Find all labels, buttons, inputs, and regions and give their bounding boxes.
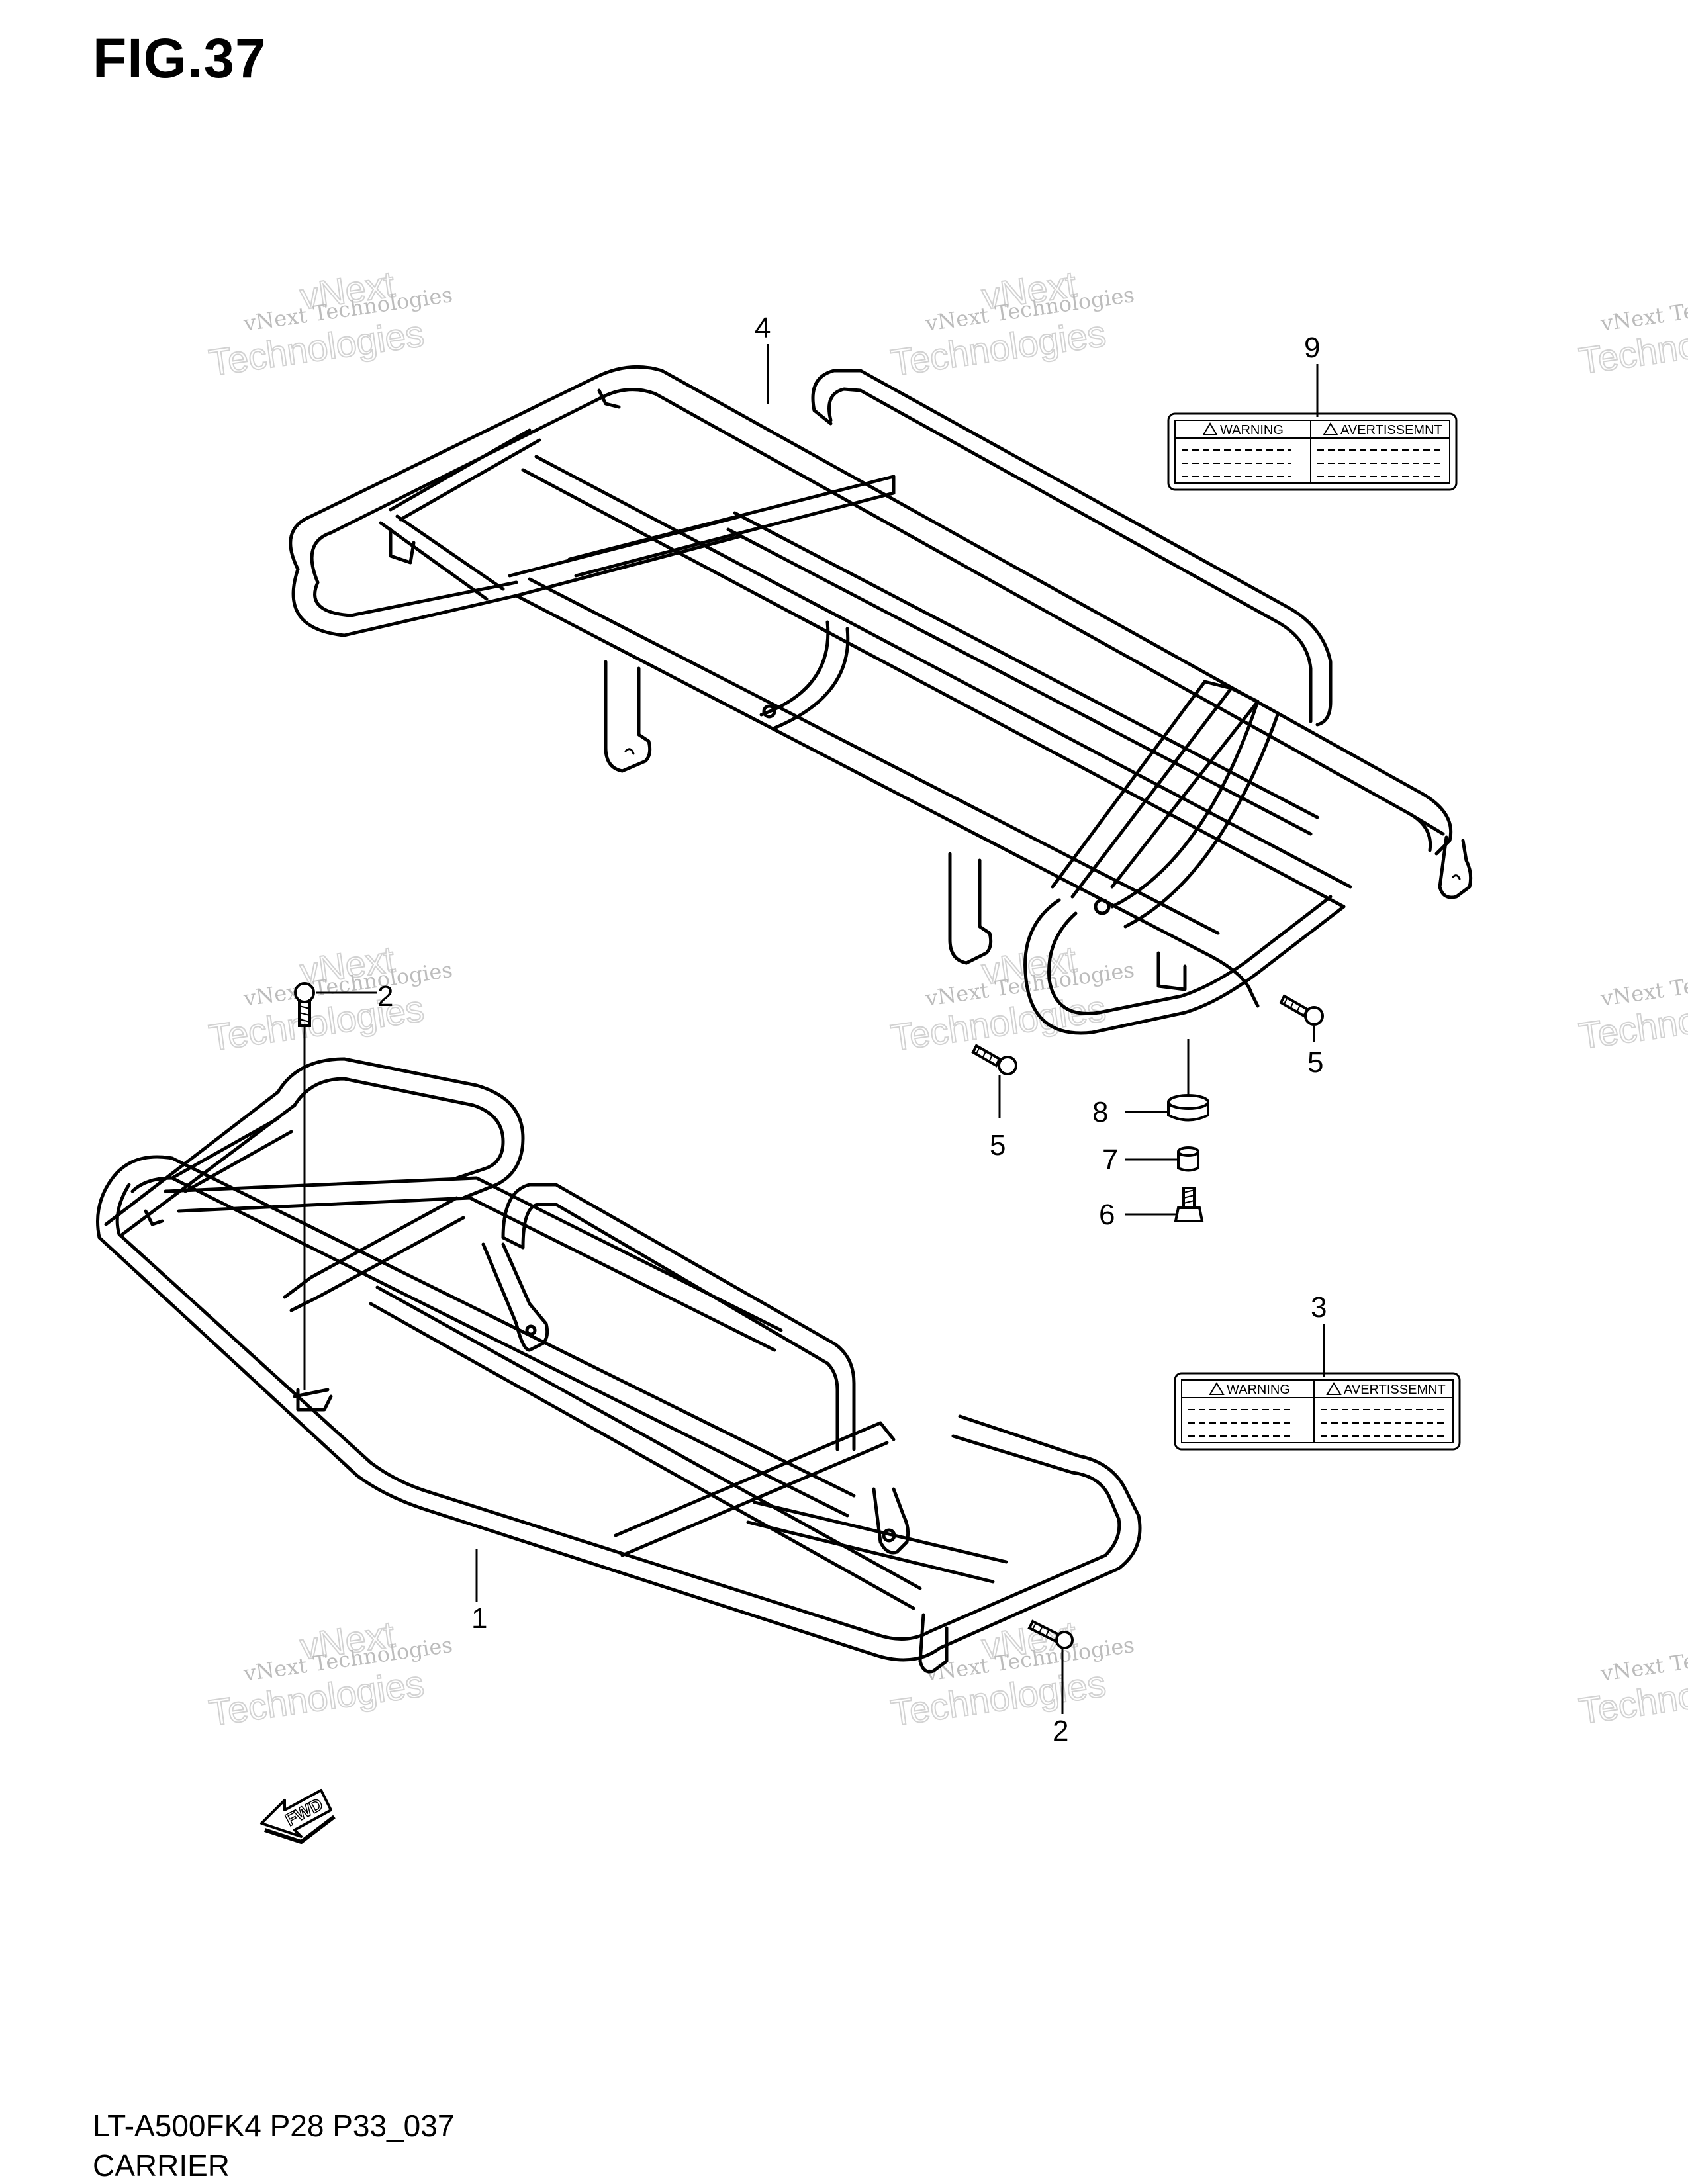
grommet-8 bbox=[1125, 1039, 1209, 1122]
callout-2-lower: 2 bbox=[1053, 1715, 1068, 1747]
watermark: Technologies vNext vNext Technologies bbox=[206, 1612, 454, 1734]
watermark: Technologies vNext vNext Technologies bbox=[888, 262, 1136, 384]
warning-label-3: WARNING AVERTISSEMNT bbox=[1174, 1372, 1461, 1451]
callout-3: 3 bbox=[1311, 1291, 1327, 1324]
watermark: Technologies vNext vNext Technologies bbox=[888, 1612, 1136, 1734]
leader-lines bbox=[475, 344, 1325, 1602]
watermark: Technologies vNext Technologies bbox=[1576, 282, 1688, 383]
callout-1: 1 bbox=[471, 1602, 487, 1635]
callout-4: 4 bbox=[755, 312, 771, 344]
watermark: Technologies vNext Technologies bbox=[1576, 957, 1688, 1058]
watermark: Technologies vNext vNext Technologies bbox=[888, 937, 1136, 1059]
fwd-arrow-icon: FWD bbox=[260, 1789, 336, 1844]
callout-5-left: 5 bbox=[990, 1129, 1006, 1161]
label-3-warning-text: WARNING bbox=[1227, 1383, 1290, 1397]
bolt-5-right bbox=[1279, 994, 1324, 1042]
watermark: Technologies vNext vNext Technologies bbox=[206, 262, 454, 384]
watermark: Technologies vNext Technologies bbox=[1576, 1632, 1688, 1733]
watermark: Technologies vNext vNext Technologies bbox=[206, 937, 454, 1059]
warning-label-9: WARNING AVERTISSEMNT bbox=[1167, 412, 1458, 491]
model-code: LT-A500FK4 P28 P33_037 bbox=[93, 2109, 455, 2143]
bolt-6 bbox=[1125, 1187, 1204, 1222]
label-9-warning-text: WARNING bbox=[1220, 423, 1284, 437]
label-9-avertissement-text: AVERTISSEMNT bbox=[1340, 423, 1442, 437]
callout-6: 6 bbox=[1099, 1199, 1115, 1231]
bolt-2-lower bbox=[1027, 1619, 1074, 1714]
watermark-group: Technologies vNext vNext Technologies Te… bbox=[206, 262, 1688, 1734]
callout-9: 9 bbox=[1304, 332, 1320, 364]
bolt-2-upper bbox=[294, 982, 377, 1390]
callout-8: 8 bbox=[1092, 1096, 1108, 1128]
figure-title: FIG.37 bbox=[93, 27, 267, 89]
collar-7 bbox=[1125, 1146, 1199, 1172]
front-carrier bbox=[96, 1057, 1142, 1674]
section-name: CARRIER bbox=[93, 2148, 230, 2183]
label-3-avertissement-text: AVERTISSEMNT bbox=[1344, 1383, 1446, 1397]
callout-7: 7 bbox=[1102, 1144, 1118, 1176]
callout-numbers: 1 2 2 3 4 5 5 6 7 8 9 bbox=[377, 312, 1327, 1747]
callout-5-right: 5 bbox=[1307, 1046, 1323, 1079]
bolt-5-left bbox=[971, 1044, 1017, 1118]
callout-2-upper: 2 bbox=[377, 980, 393, 1013]
rear-carrier bbox=[289, 365, 1473, 1035]
